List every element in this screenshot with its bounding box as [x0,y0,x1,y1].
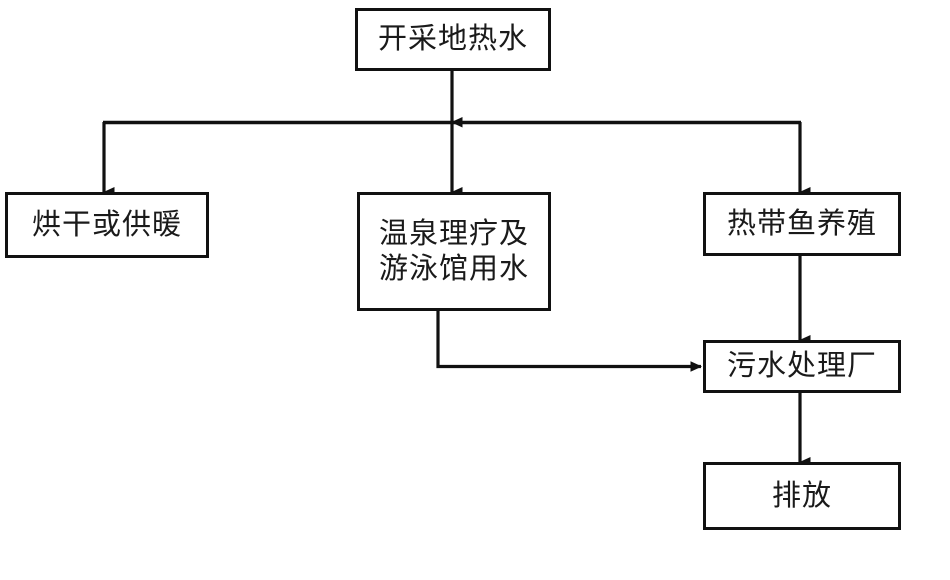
node-fishfarm-label: 热带鱼养殖 [726,207,877,240]
node-drying-label: 烘干或供暖 [31,208,182,241]
node-discharge-label: 排放 [771,479,832,512]
node-tropical-fish-farming[interactable]: 热带鱼养殖 [703,192,901,256]
node-wastewater-treatment-plant[interactable]: 污水处理厂 [703,340,901,393]
node-spa-therapy-and-pool-water[interactable]: 温泉理疗及 游泳馆用水 [357,192,551,311]
node-spa-label: 温泉理疗及 游泳馆用水 [378,218,529,285]
node-source-geothermal-extraction[interactable]: 开采地热水 [355,8,551,71]
node-discharge[interactable]: 排放 [703,462,901,530]
node-wastewater-label: 污水处理厂 [726,350,877,383]
node-drying-or-heating[interactable]: 烘干或供暖 [5,192,209,258]
edge-spa-to-wastewater [436,311,702,372]
node-source-label: 开采地热水 [377,23,528,56]
